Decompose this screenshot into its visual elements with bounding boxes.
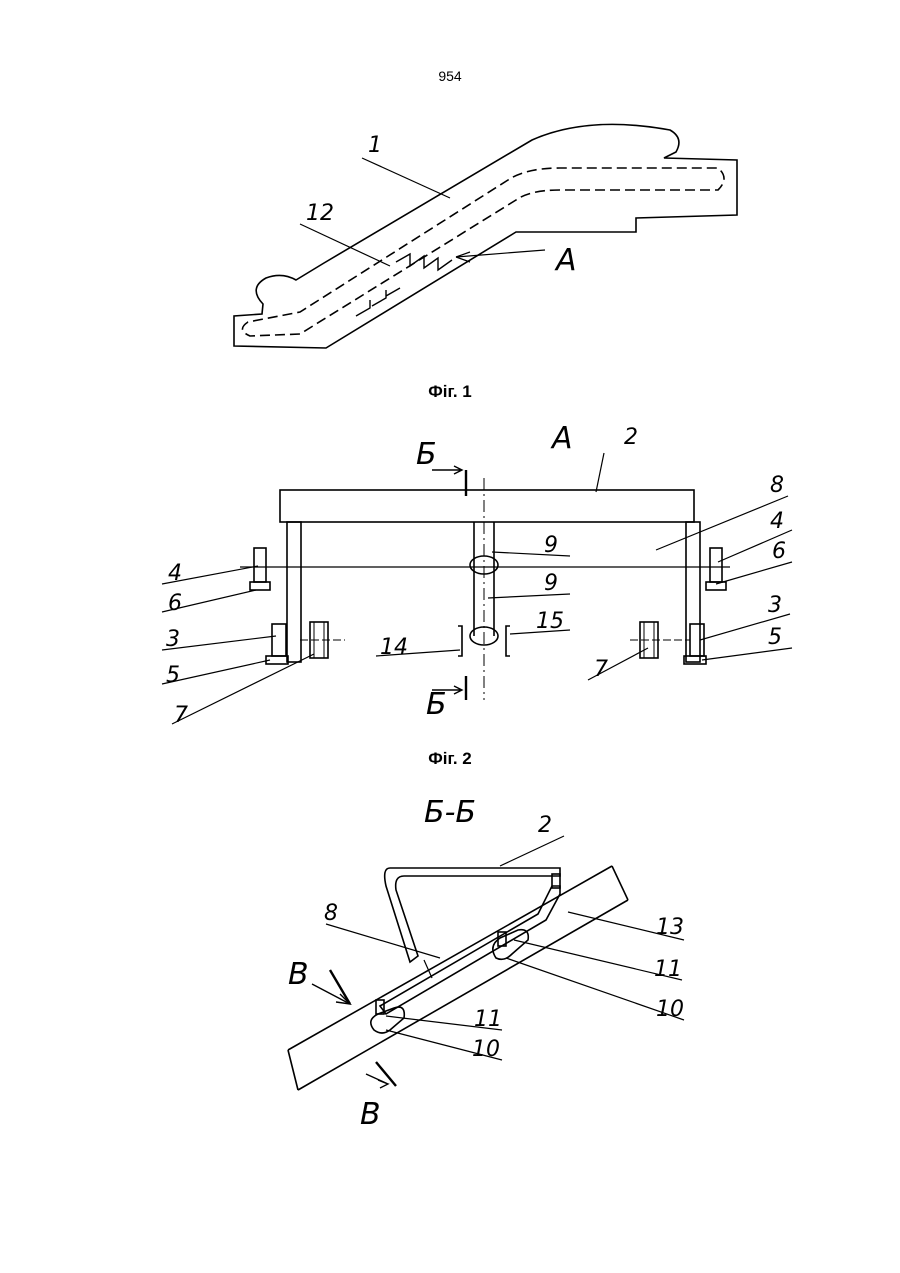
fig2-label-lower-base-left: 5	[166, 663, 180, 688]
fig2-label-lower-roller: 9	[544, 571, 558, 596]
fig1-escalator-drawing	[234, 124, 737, 348]
fig2-label-guide-right: 15	[536, 609, 564, 634]
fig2-label-lower-left: 3	[166, 627, 180, 652]
fig1-label-escalator: 1	[368, 133, 382, 158]
fig3-label-bracket: 8	[324, 901, 338, 926]
fig2-label-sprocket-left: 7	[174, 703, 188, 728]
fig2-label-upper-left: 4	[168, 561, 182, 586]
fig3-label-roller-lower: 10	[472, 1037, 500, 1062]
fig1-label-handrail-drive: 12	[306, 201, 334, 226]
fig2-label-upper-right: 4	[770, 509, 784, 534]
fig1-label-view-a: A	[554, 243, 577, 278]
fig2-label-sprocket-right: 7	[594, 657, 608, 682]
fig2-view-a-drawing	[162, 453, 792, 724]
fig3-label-pin-upper: 11	[654, 957, 682, 982]
fig2-label-bracket: 8	[770, 473, 784, 498]
fig2-label-upper-base-left: 6	[168, 591, 182, 616]
fig2-label-lower-base-right: 5	[768, 625, 782, 650]
fig2-label-lower-right: 3	[768, 593, 782, 618]
fig3-label-handrail: 2	[538, 813, 552, 838]
fig2-label-section-bottom: Б	[426, 687, 447, 722]
fig1-caption: Фіг. 1	[0, 382, 900, 402]
fig2-label-upper-base-right: 6	[772, 539, 786, 564]
fig2-label-guide-left: 14	[380, 635, 408, 660]
fig2-label-handrail: 2	[624, 425, 638, 450]
fig3-label-view-top: В	[288, 957, 309, 992]
fig3-label-pin-lower: 11	[474, 1007, 502, 1032]
fig3-label-roller-upper: 10	[656, 997, 684, 1022]
fig3-section-title: Б-Б	[424, 795, 476, 830]
fig3-label-view-bottom: В	[360, 1097, 381, 1132]
fig2-caption: Фіг. 2	[0, 749, 900, 769]
fig2-view-title: A	[550, 421, 573, 456]
fig2-label-section-top: Б	[416, 437, 437, 472]
fig2-label-upper-roller: 9	[544, 533, 558, 558]
fig3-label-beam: 13	[656, 915, 684, 940]
